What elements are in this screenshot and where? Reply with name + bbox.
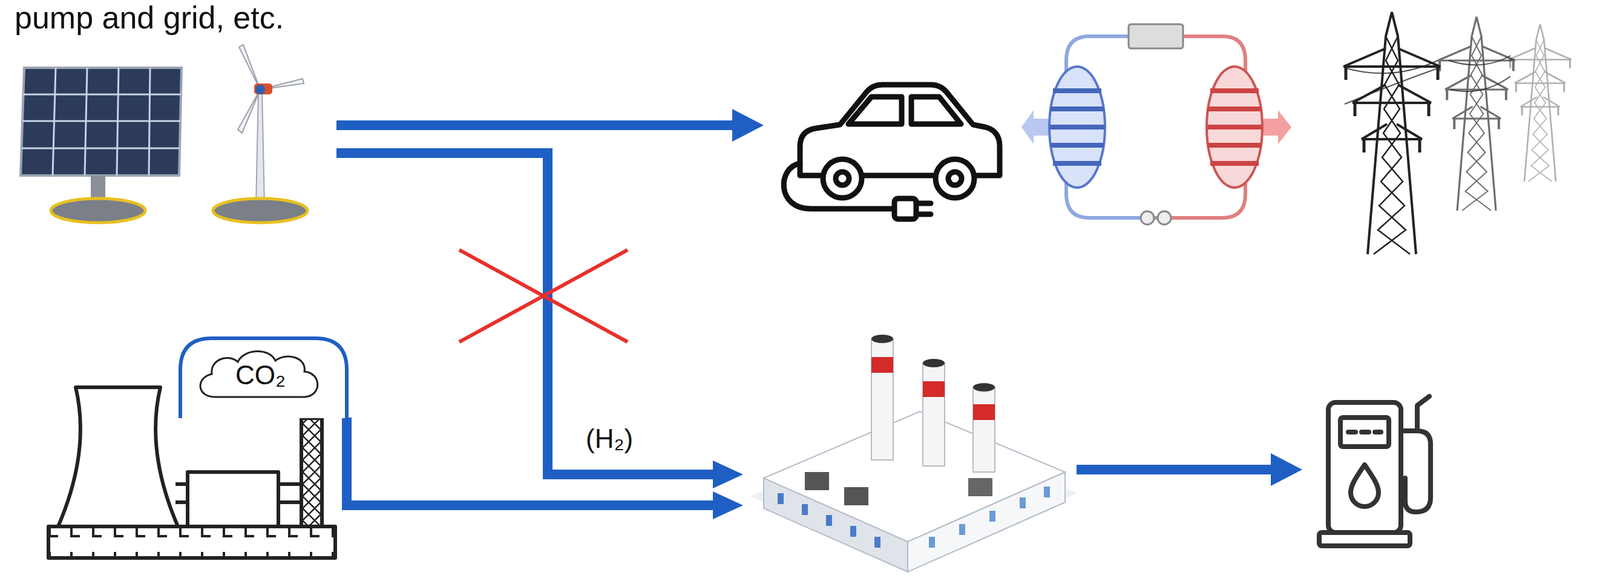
power-plant (58, 387, 178, 527)
wind-turbine (213, 198, 308, 223)
red-cross (459, 249, 628, 342)
power-plant (48, 526, 336, 558)
heat-pump-cycle (1263, 110, 1292, 145)
power-pylons (1508, 24, 1572, 182)
solar-panel (50, 198, 146, 223)
wind-turbine (237, 89, 261, 134)
electric-car-icon (935, 159, 975, 198)
chimneys (973, 404, 995, 420)
electric-car-icon (822, 159, 862, 198)
node-text: CO₂ (235, 360, 286, 390)
wind-turbine (255, 84, 266, 95)
flow-arrows (732, 108, 764, 142)
flow-arrows (712, 460, 744, 489)
chimneys (922, 381, 945, 397)
electric-car-icon (894, 198, 917, 220)
power-pylons (1437, 16, 1516, 211)
flow-arrows (336, 120, 736, 131)
electric-car-icon (835, 171, 850, 186)
fuel-pump-icon (1400, 430, 1431, 512)
chimneys (973, 383, 995, 392)
fuel-pump-icon (1348, 429, 1381, 435)
flow-label: (H₂) (585, 424, 633, 453)
flow-arrows (1270, 453, 1303, 486)
heat-pump-cycle (1207, 90, 1262, 164)
heat-pump-cycle (1049, 66, 1105, 188)
power-pylons (1343, 12, 1441, 255)
heat-pump-cycle (1021, 24, 1292, 225)
chimneys (871, 338, 894, 460)
heat-pump-cycle (1021, 110, 1049, 145)
heat-pump-cycle (1157, 211, 1171, 225)
flow-arrows (336, 153, 716, 475)
factory (750, 334, 1078, 572)
fuel-pump-icon (1417, 396, 1430, 431)
heat-pump-cycle (1140, 211, 1155, 225)
power-plant (187, 472, 279, 527)
cloud-outline (200, 350, 318, 397)
fuel-pump-icon (1340, 417, 1389, 447)
power-pylons (1343, 12, 1572, 255)
factory (968, 478, 993, 497)
fuel-pump-icon (1350, 464, 1379, 507)
chimneys (871, 334, 894, 344)
power-plant (301, 418, 322, 527)
flow-arrows (1076, 464, 1274, 475)
chimneys (922, 363, 945, 466)
wind-turbine (239, 44, 261, 90)
heat-pump-cycle (1049, 90, 1105, 164)
flow-arrows (346, 417, 716, 506)
electric-car-icon (848, 96, 961, 125)
electric-car-icon (948, 171, 962, 186)
fuel-pump-icon (1319, 532, 1410, 546)
solar-panel (21, 67, 181, 176)
fuel-pump-icon (1328, 402, 1401, 533)
flow-arrows (336, 108, 1303, 520)
solar-panel (20, 67, 182, 223)
wind-turbine (255, 90, 265, 206)
chimneys (922, 358, 945, 368)
electric-car-icon (783, 163, 895, 209)
red-cross (459, 249, 628, 342)
flow-arrows (712, 491, 744, 520)
factory (763, 411, 1066, 542)
chimneys (871, 357, 894, 373)
heat-pump-cycle (1128, 24, 1184, 49)
heading-fragment: pump and grid, etc. (14, 1, 284, 35)
chimneys (973, 387, 995, 473)
wind-turbine (254, 83, 273, 95)
wind-turbine (213, 44, 308, 223)
factory (844, 487, 869, 506)
electric-car-icon (916, 203, 931, 215)
electric-car-icon (783, 84, 1000, 220)
co2-capture-dome: CO₂ (178, 336, 350, 419)
heat-pump-cycle (1206, 66, 1263, 188)
fuel-pump-icon (1319, 396, 1431, 546)
factory (804, 472, 830, 491)
dome-outline (180, 338, 347, 419)
chimneys (871, 334, 995, 473)
solar-panel (20, 67, 182, 176)
